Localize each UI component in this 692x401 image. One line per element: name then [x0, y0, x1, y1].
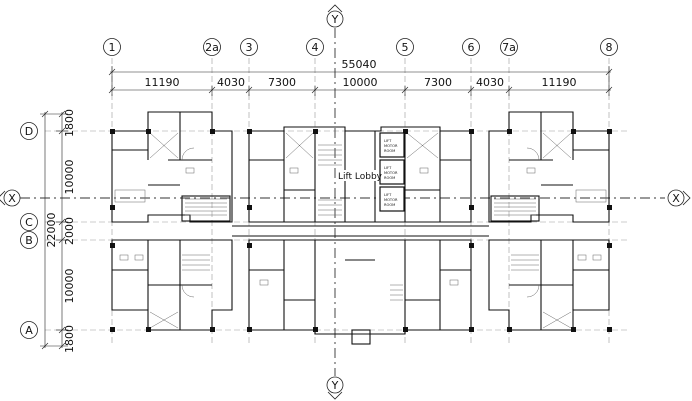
lift-motor-room-label: LIFT	[384, 166, 392, 170]
dim-2a-3: 4030	[217, 76, 245, 89]
dimension-lines	[40, 66, 613, 350]
axis-x-left-label: X	[8, 192, 16, 205]
dim-5-6: 7300	[424, 76, 452, 89]
lift-lobby-label: Lift Lobby	[338, 172, 383, 182]
structural-columns	[110, 129, 612, 332]
lift-motor-room-labels: LIFT MOTOR ROOM LIFT MOTOR ROOM LIFT MOT…	[384, 139, 398, 207]
grid-col-label: 4	[312, 41, 319, 54]
overall-width-dim: 55040	[342, 58, 377, 71]
dim-1-2a: 11190	[145, 76, 180, 89]
lift-motor-room-label: ROOM	[384, 176, 395, 180]
grid-lines	[45, 58, 630, 345]
axis-y-bottom-label: Y	[331, 379, 339, 392]
grid-col-label: 7a	[502, 41, 516, 54]
stair-right-top	[494, 198, 536, 216]
lift-motor-room-label: ROOM	[384, 149, 395, 153]
dim-c-b: 2000	[63, 217, 76, 245]
symmetry-axes	[20, 28, 665, 376]
lift-motor-rooms	[379, 132, 405, 212]
row-bubbles	[20, 122, 38, 339]
axis-x-right-label: X	[672, 192, 680, 205]
stair-center	[318, 144, 342, 216]
axis-markers	[0, 4, 691, 400]
dim-d-c: 10000	[63, 160, 76, 195]
grid-row-label: C	[25, 216, 33, 229]
lift-motor-room-label: MOTOR	[384, 198, 398, 202]
axis-y-top-label: Y	[331, 13, 339, 26]
lift-motor-room-label: LIFT	[384, 193, 392, 197]
row-bubble-labels: D C B A	[25, 125, 33, 337]
grid-row-label: B	[25, 234, 33, 247]
grid-col-label: 6	[468, 41, 475, 54]
dim-3-4: 7300	[268, 76, 296, 89]
grid-col-label: 8	[606, 41, 613, 54]
grid-col-label: 3	[246, 41, 253, 54]
lift-motor-room-label: MOTOR	[384, 144, 398, 148]
dim-7a-8: 11190	[542, 76, 577, 89]
dim-a-bottom: 1800	[63, 325, 76, 353]
interior-details	[114, 132, 607, 329]
lift-motor-room-label: MOTOR	[384, 171, 398, 175]
building-walls	[111, 111, 610, 345]
stair-bottom	[182, 254, 539, 301]
dim-b-a: 10000	[63, 269, 76, 304]
lift-motor-room-label: ROOM	[384, 203, 395, 207]
dim-d-top: 1800	[63, 109, 76, 137]
dim-6-7a: 4030	[476, 76, 504, 89]
column-bubble-labels: 1 2a 3 4 5 6 7a 8	[109, 41, 613, 54]
grid-col-label: 5	[402, 41, 409, 54]
row-dims: 1800 10000 2000 10000 1800 22000	[45, 109, 76, 353]
column-spacing-dims: 11190 4030 7300 10000 7300 4030 11190	[145, 76, 577, 89]
lift-motor-room-label: LIFT	[384, 139, 392, 143]
grid-row-label: D	[25, 125, 33, 138]
grid-col-label: 2a	[205, 41, 219, 54]
dim-4-5: 10000	[343, 76, 378, 89]
grid-col-label: 1	[109, 41, 116, 54]
column-bubbles	[103, 38, 618, 56]
stair-left-top	[185, 198, 227, 216]
dim-overall-depth: 22000	[45, 213, 58, 248]
grid-row-label: A	[25, 324, 33, 337]
lift-lobby-label-bg	[344, 170, 376, 181]
